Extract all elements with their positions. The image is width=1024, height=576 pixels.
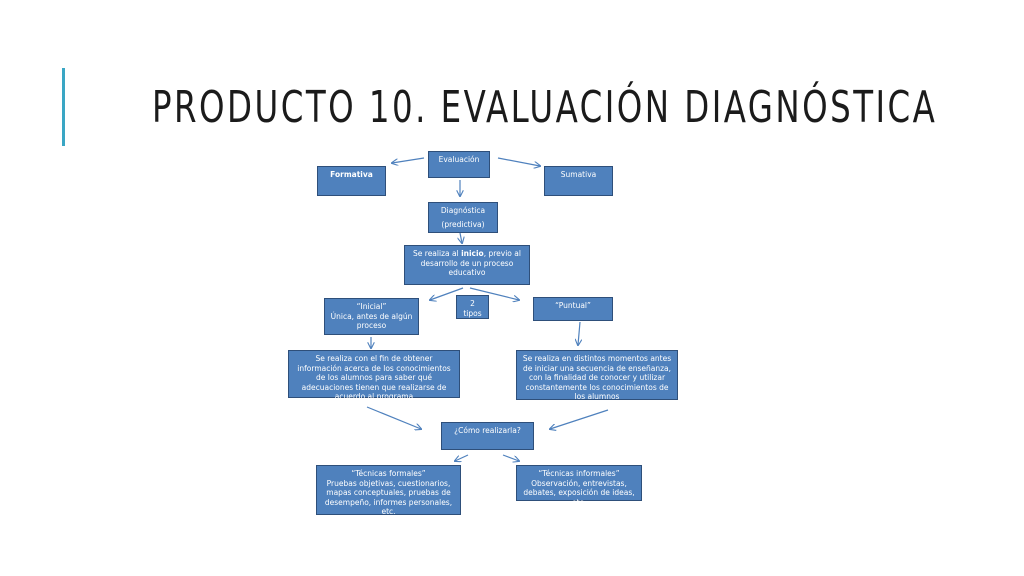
arrow-evaluacion-formativa [392, 157, 425, 163]
node-puntual: “Puntual” [533, 297, 613, 321]
arrow-inicio-puntual [469, 287, 519, 300]
arrow-puntual-desc [578, 321, 580, 345]
node-tecnicas-formales: “Técnicas formales” Pruebas objetivas, c… [316, 465, 461, 516]
slide-title: PRODUCTO 10. EVALUACIÓN DIAGNÓSTICA [152, 82, 938, 133]
node-sumativa: Sumativa [544, 166, 613, 196]
node-diagnostica: Diagnóstica (predictiva) [428, 202, 498, 233]
arrow-como-informales [502, 454, 519, 461]
arrow-inicio-inicial [430, 287, 464, 300]
node-como: ¿Cómo realizarla? [441, 422, 534, 450]
arrow-evaluacion-sumativa [497, 157, 540, 166]
arrow-como-formales [455, 454, 469, 461]
node-inicio: Se realiza al inicio, previo al desarrol… [404, 245, 530, 285]
arrow-inicialdesc-como [366, 406, 421, 429]
node-tecnicas-informales: “Técnicas informales” Observación, entre… [516, 465, 642, 507]
node-evaluacion: Evaluación [428, 151, 490, 178]
node-tipos: 2 tipos [456, 295, 489, 319]
node-inicial-desc: Se realiza con el fin de obtener informa… [288, 350, 460, 401]
accent-bar [62, 68, 65, 146]
arrow-diagnostica-inicio [460, 232, 462, 243]
arrow-puntualdesc-como [550, 409, 609, 429]
node-formativa: Formativa [317, 166, 386, 196]
node-puntual-desc: Se realiza en distintos momentos antes d… [516, 350, 678, 401]
node-inicial: “Inicial” Única, antes de algún proceso [324, 298, 419, 335]
